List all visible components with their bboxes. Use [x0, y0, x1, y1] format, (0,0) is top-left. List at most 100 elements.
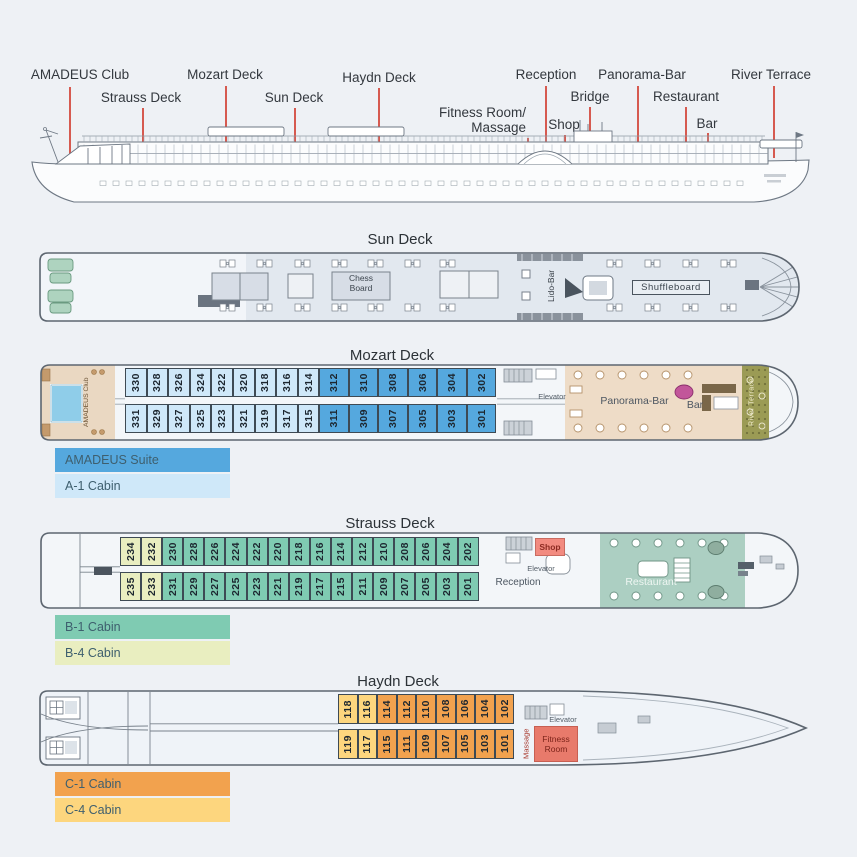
- cabin-number: 220: [272, 541, 285, 561]
- cabin-112: 112: [396, 694, 417, 724]
- cabin-323: 323: [211, 404, 233, 433]
- elevator-label: Elevator: [549, 715, 577, 724]
- cabin-number: 116: [361, 699, 374, 718]
- cabin-number: 208: [398, 541, 411, 561]
- cabin-118: 118: [338, 694, 358, 724]
- cabin-number: 331: [129, 408, 142, 429]
- legend-item-b-4-cabin: B-4 Cabin: [55, 641, 230, 665]
- cabin-327: 327: [168, 404, 190, 433]
- cabin-329: 329: [146, 404, 169, 433]
- cabin-number: 118: [341, 699, 354, 718]
- cabin-222: 222: [246, 537, 268, 566]
- cabin-116: 116: [357, 694, 378, 724]
- cabin-number: 323: [216, 408, 229, 429]
- cabin-221: 221: [267, 572, 289, 601]
- callout-amadeus-club: AMADEUS Club: [30, 67, 130, 82]
- cabin-320: 320: [232, 368, 255, 397]
- cabin-235: 235: [120, 572, 142, 601]
- cabin-number: 317: [280, 408, 293, 429]
- cabin-101: 101: [494, 729, 515, 759]
- cabin-110: 110: [416, 694, 436, 724]
- callout-sun-deck: Sun Deck: [264, 90, 324, 105]
- sun-deck-title: Sun Deck: [367, 231, 433, 248]
- cabin-number: 327: [172, 408, 185, 429]
- cabin-number: 115: [380, 734, 393, 753]
- cabin-number: 203: [440, 576, 453, 596]
- sun-deck-plan: Chess Board Lido-Bar Shuffleboard: [38, 252, 802, 322]
- cabin-109: 109: [416, 729, 436, 759]
- massage-label: Massage: [521, 728, 531, 760]
- cabin-233: 233: [141, 572, 163, 601]
- legend-item-b-1-cabin: B-1 Cabin: [55, 615, 230, 639]
- cabin-208: 208: [394, 537, 416, 566]
- cabin-102: 102: [494, 694, 515, 724]
- cabin-number: 308: [387, 372, 400, 393]
- callout-reception: Reception: [515, 67, 577, 82]
- cabin-number: 214: [335, 541, 348, 561]
- cabin-322: 322: [211, 368, 233, 397]
- cabin-326: 326: [168, 368, 190, 397]
- cabin-108: 108: [435, 694, 456, 724]
- callout-line: [545, 86, 547, 183]
- cabin-105: 105: [455, 729, 476, 759]
- legend-label: B-4 Cabin: [65, 646, 121, 660]
- chess-board-label: Chess Board: [348, 273, 374, 293]
- cabin-223: 223: [246, 572, 268, 601]
- cabin-301: 301: [466, 404, 497, 433]
- cabin-number: 109: [420, 734, 433, 754]
- cabin-220: 220: [267, 537, 289, 566]
- cabin-228: 228: [183, 537, 205, 566]
- cabin-number: 211: [356, 577, 369, 596]
- cabin-107: 107: [435, 729, 456, 759]
- cabin-205: 205: [415, 572, 437, 601]
- reception-label: Reception: [495, 577, 541, 588]
- cabin-302: 302: [466, 368, 497, 397]
- cabin-218: 218: [288, 537, 310, 566]
- cabin-219: 219: [288, 572, 310, 601]
- cabin-324: 324: [189, 368, 212, 397]
- legend-label: A-1 Cabin: [65, 479, 121, 493]
- cabin-number: 218: [293, 541, 306, 561]
- cabin-number: 326: [172, 372, 185, 393]
- cabin-number: 207: [398, 576, 411, 596]
- cabin-number: 231: [166, 576, 179, 596]
- cabin-203: 203: [436, 572, 458, 601]
- cabin-206: 206: [415, 537, 437, 566]
- cabin-211: 211: [352, 572, 374, 601]
- cabin-number: 105: [459, 734, 472, 754]
- restaurant-label: Restaurant: [625, 576, 677, 588]
- cabin-number: 232: [145, 541, 158, 561]
- bar-label: Bar: [686, 399, 704, 411]
- legend-item-c-4-cabin: C-4 Cabin: [55, 798, 230, 822]
- callout-bridge: Bridge: [570, 89, 610, 104]
- callout-shop: Shop: [548, 117, 580, 132]
- cabin-number: 210: [377, 541, 390, 561]
- cabin-204: 204: [436, 537, 458, 566]
- callout-fitness-massage: Fitness Room/ Massage: [438, 105, 526, 135]
- cabin-309: 309: [348, 404, 379, 433]
- cabin-number: 111: [400, 734, 413, 753]
- cabin-number: 310: [357, 372, 370, 393]
- cabin-number: 316: [280, 372, 293, 393]
- cabin-number: 328: [151, 372, 164, 393]
- cabin-number: 305: [416, 408, 429, 429]
- cabin-106: 106: [455, 694, 476, 724]
- cabin-number: 202: [462, 541, 475, 561]
- cabin-232: 232: [141, 537, 163, 566]
- cabin-number: 119: [341, 734, 354, 753]
- callout-haydn-deck: Haydn Deck: [342, 70, 416, 85]
- cabin-number: 320: [237, 372, 250, 393]
- cabin-number: 112: [400, 699, 413, 718]
- cabin-230: 230: [162, 537, 184, 566]
- river-terrace-label: River Terrace: [748, 378, 756, 426]
- cabin-number: 307: [387, 408, 400, 429]
- callout-river-terrace: River Terrace: [730, 67, 812, 82]
- legend-label: B-1 Cabin: [65, 620, 121, 634]
- cabin-number: 201: [462, 576, 475, 596]
- cabin-303: 303: [437, 404, 467, 433]
- callout-line: [589, 107, 591, 147]
